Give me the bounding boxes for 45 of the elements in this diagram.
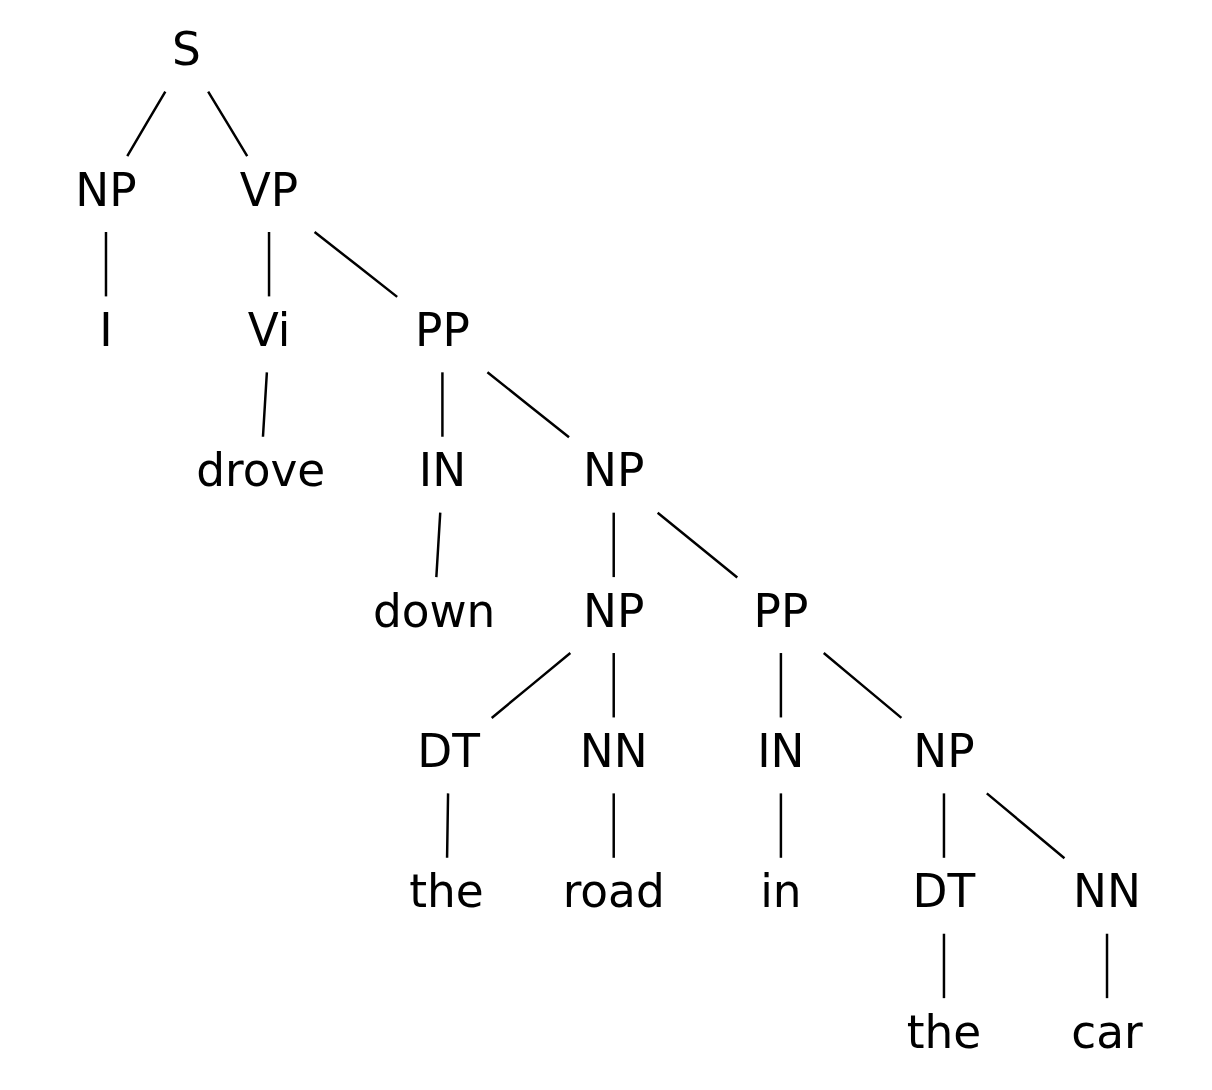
connector xyxy=(490,652,571,719)
node-text: down xyxy=(372,584,495,638)
node-text: NP xyxy=(912,725,975,779)
node-text: I xyxy=(98,304,113,358)
connector xyxy=(822,652,902,719)
connector xyxy=(445,793,449,858)
connector xyxy=(104,232,107,297)
connector xyxy=(440,372,444,437)
node-text: DT xyxy=(912,865,975,919)
connector xyxy=(434,512,441,578)
node-text: Vi xyxy=(247,304,290,358)
connector xyxy=(486,371,570,439)
connector xyxy=(985,792,1065,860)
connector xyxy=(612,512,615,578)
connector xyxy=(261,372,268,437)
connector xyxy=(942,793,945,858)
connector xyxy=(267,232,270,297)
node-text: drove xyxy=(195,444,325,498)
node-text: road xyxy=(562,865,665,919)
connector xyxy=(779,793,782,858)
connector xyxy=(656,511,738,579)
connector xyxy=(206,90,248,157)
connector xyxy=(942,933,945,999)
node-text: VP xyxy=(239,163,298,217)
node-text: NP xyxy=(582,584,644,638)
node-text: NN xyxy=(1072,865,1141,919)
node-text: in xyxy=(759,865,802,919)
connector xyxy=(612,653,615,718)
node-text: S xyxy=(171,23,201,77)
connector xyxy=(313,231,398,298)
connector xyxy=(779,653,782,718)
node-text: NP xyxy=(74,163,137,217)
node-text: NN xyxy=(579,725,648,779)
node-text: PP xyxy=(414,304,470,358)
node-text: DT xyxy=(416,725,480,779)
node-text: PP xyxy=(753,584,808,638)
connector xyxy=(1105,933,1108,999)
connector xyxy=(125,91,166,157)
connector xyxy=(612,793,615,858)
node-text: car xyxy=(1070,1005,1143,1059)
node-text: the xyxy=(408,865,484,919)
node-text: IN xyxy=(756,725,805,779)
node-text: NP xyxy=(582,444,644,498)
node-text: the xyxy=(906,1005,981,1059)
node-text: IN xyxy=(418,444,466,498)
